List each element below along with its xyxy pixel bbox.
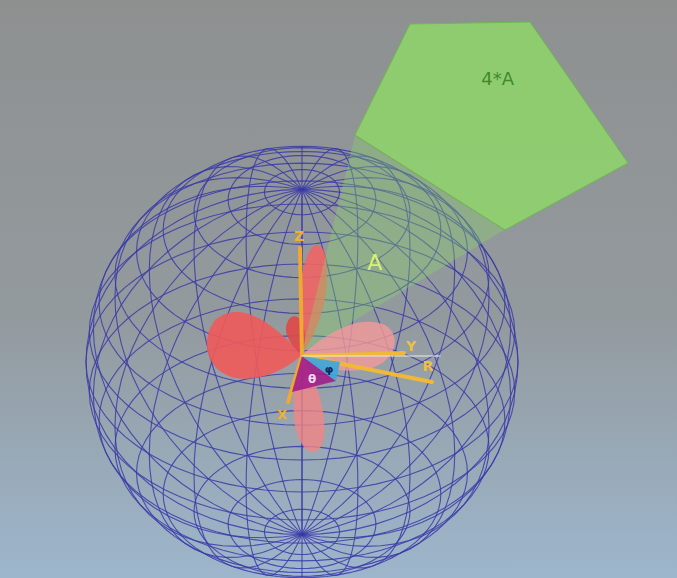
axis-label: Y <box>406 339 416 353</box>
axis-label: R <box>423 359 434 373</box>
axis-label: X <box>277 408 287 421</box>
area-label: A <box>367 250 382 275</box>
phi-wedge <box>302 356 340 381</box>
axis-label: Z <box>294 229 304 243</box>
angle-label: θ <box>308 373 316 385</box>
angle-label: φ <box>325 364 334 375</box>
area-outline <box>300 134 508 356</box>
area-label: 4*A <box>481 68 514 89</box>
cone-area: A <box>300 134 508 356</box>
